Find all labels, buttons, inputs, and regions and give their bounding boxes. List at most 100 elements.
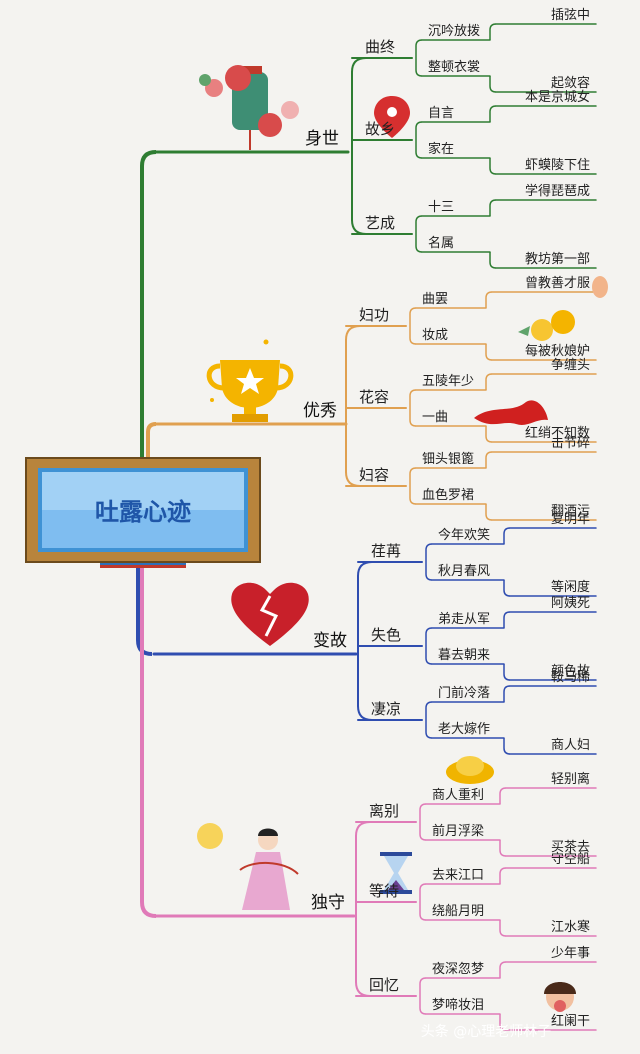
leaf-curve [415,58,423,77]
lady-figure-icon [239,828,299,910]
leaf-label: 家在 [428,141,454,157]
leaf-label: 妆成 [422,328,448,343]
sub-curve [489,199,497,216]
leaf-label: 曲罢 [422,292,448,307]
leaf-label: 一曲 [422,410,448,425]
leaf-label: 去来江口 [432,868,484,883]
leaf-label: 前月浮梁 [432,823,484,839]
sub-curve [485,451,493,468]
child-label: 离别 [369,802,399,820]
child-curve [357,561,373,577]
child-label: 妇容 [359,466,389,484]
leaf-curve [425,562,433,581]
sub-curve [489,23,497,40]
sub-curve [485,373,493,390]
sub-curve [485,426,493,443]
child-curve [351,219,367,235]
girl-crying-icon [544,982,576,1012]
sub-label: 守空船 [551,852,590,867]
sub-label: 每被秋娘妒 [525,343,590,359]
leaf-label: 五陵年少 [422,374,474,389]
child-label: 回忆 [369,976,399,994]
child-label: 花容 [359,388,389,406]
leaf-label: 秋月春风 [438,564,490,579]
sub-curve [503,527,511,544]
leaf-label: 老大嫁作 [438,722,490,737]
root-label: 吐露心迹 [95,498,191,526]
sub-curve [503,738,511,755]
sub-label: 鞍马稀 [551,669,590,685]
sub-label: 阿姨死 [551,596,590,611]
sub-curve [489,252,497,269]
leaf-curve [415,39,423,58]
leaf-label: 暮去朝来 [438,648,490,663]
sub-curve [485,504,493,521]
leaf-curve [409,307,417,326]
child-label: 妇功 [359,306,389,324]
sub-curve [499,961,507,978]
sub-label: 曾教善才服 [525,275,590,291]
leaf-label: 沉吟放拨 [428,23,480,39]
leaf-curve [425,646,433,665]
trunk-segment [140,562,157,918]
branch-label: 独守 [311,893,345,913]
branch-label: 优秀 [303,401,337,421]
child-label: 等待 [369,882,399,900]
sub-curve [489,105,497,122]
sub-label: 插弦中 [551,7,590,23]
sub-label: 商人妇 [551,737,590,753]
leaf-label: 十三 [428,200,454,215]
sub-curve [503,580,511,597]
leaf-label: 血色罗裙 [422,487,474,503]
leaf-curve [409,326,417,345]
leaf-curve [409,486,417,505]
flower-lantern-icon [199,65,299,150]
sub-label: 买茶去 [551,839,590,855]
child-label: 艺成 [365,214,395,232]
sub-label: 江水寒 [551,919,590,935]
child-curve [351,57,367,73]
sub-curve [499,867,507,884]
trunk-segment [140,150,157,458]
child-label: 曲终 [365,38,395,56]
sub-curve [499,787,507,804]
sub-curve [503,664,511,681]
peach-icon [592,276,608,298]
sub-label: 教坊第一部 [525,251,590,267]
leaf-label: 名属 [428,235,454,251]
sub-curve [489,76,497,93]
leaf-curve [415,140,423,159]
leaf-curve [419,822,427,841]
leaf-curve [425,627,433,646]
root-board: 吐露心迹 [25,457,261,563]
leaf-label: 夜深忽梦 [432,962,484,977]
leaf-curve [425,720,433,739]
sub-label: 颜色故 [551,663,590,679]
leaf-curve [419,902,427,921]
sub-label: 争缠头 [551,357,590,373]
gold-ingot-icon [446,756,494,784]
sub-label: 红绡不知数 [525,425,590,441]
sub-curve [499,840,507,857]
sub-curve [499,1014,507,1031]
child-label: 荏苒 [371,542,401,560]
trunk-segment [146,422,157,458]
sub-curve [503,611,511,628]
leaf-curve [415,121,423,140]
leaf-label: 今年欢笑 [438,527,490,543]
sub-label: 起敛容 [551,75,590,91]
leaf-curve [419,803,427,822]
branch-label: 身世 [305,129,339,149]
sub-curve [503,685,511,702]
child-curve [357,705,373,721]
leaf-curve [419,977,427,996]
connector-lines [136,23,597,1031]
sub-label: 等闲度 [551,579,590,595]
sub-label: 本是京城女 [525,89,590,105]
branch-label: 变故 [313,631,347,651]
leaf-curve [415,215,423,234]
sub-curve [499,920,507,937]
child-curve [355,821,371,837]
sub-curve [485,291,493,308]
